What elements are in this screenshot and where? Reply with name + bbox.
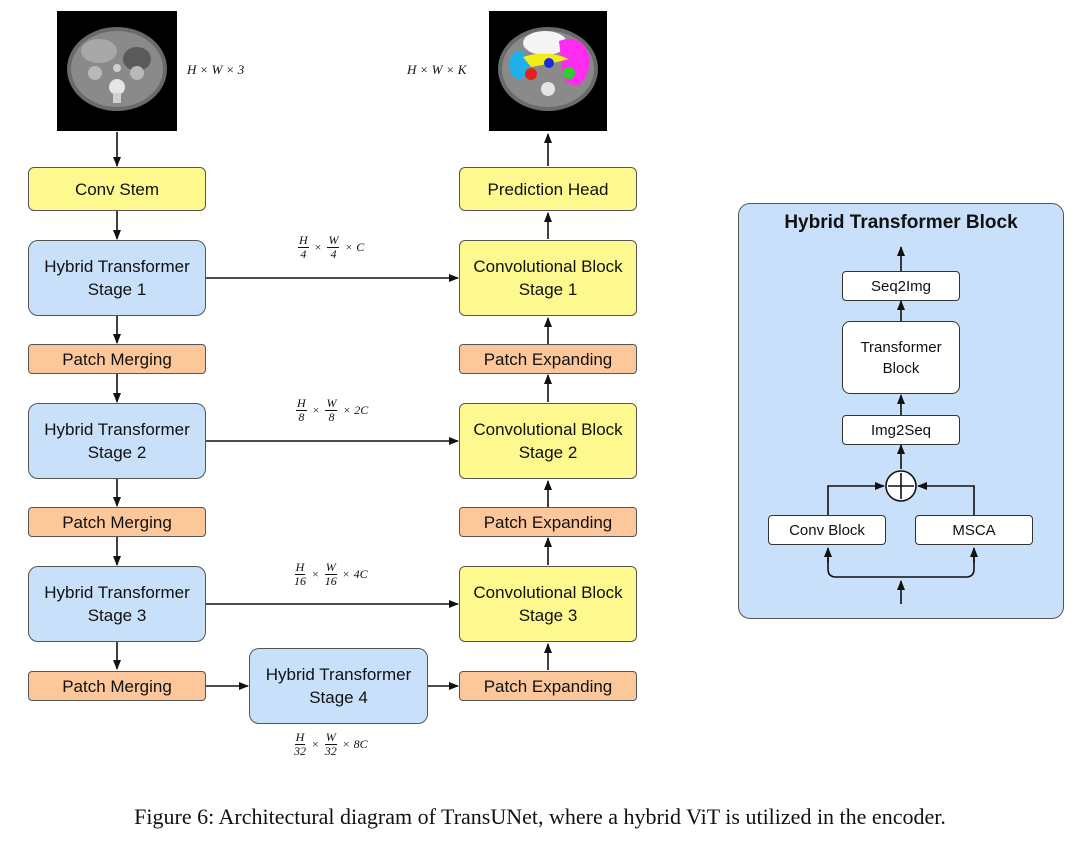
patch-expanding-2: Patch Expanding (459, 507, 637, 537)
arrow-msca-to-plus (917, 482, 975, 515)
figure-caption: Figure 6: Architectural diagram of Trans… (134, 804, 946, 829)
conv-block-box: Conv Block (768, 515, 886, 545)
skip3-h-num: H (294, 560, 306, 575)
split-line (827, 549, 975, 578)
skip4-channels: 8C (353, 737, 368, 751)
skip1-channels: C (356, 240, 365, 254)
skip3-w-num: W (324, 560, 337, 575)
transformer-block-box: Transformer Block (842, 321, 960, 394)
skip3-h-den: 16 (294, 574, 306, 588)
patch-expanding-1: Patch Expanding (459, 344, 637, 374)
skip2-w-num: W (325, 396, 338, 411)
convolutional-block-stage-3: Convolutional Block Stage 3 (459, 566, 637, 642)
img2seq-box: Img2Seq (842, 415, 960, 445)
hybrid-block-connectors (824, 246, 978, 604)
hybrid-transformer-stage-3: Hybrid Transformer Stage 3 (28, 566, 206, 642)
skip3-w-den: 16 (324, 574, 337, 588)
output-dims-label: H × W × K (407, 62, 467, 77)
skip2-w-den: 8 (328, 410, 335, 424)
prediction-head-box: Prediction Head (459, 167, 637, 211)
skip4-h-num: H (294, 730, 306, 745)
patch-merging-3: Patch Merging (28, 671, 206, 701)
seq2img-box: Seq2Img (842, 271, 960, 301)
skip4-h-den: 32 (294, 744, 306, 758)
skip1-h-den: 4 (300, 247, 307, 261)
skip2-h-num: H (296, 396, 307, 411)
skip1-h-num: H (298, 233, 309, 248)
add-operator-icon (885, 470, 917, 502)
patch-merging-1: Patch Merging (28, 344, 206, 374)
skip4-w-den: 32 (324, 744, 337, 758)
convolutional-block-stage-2: Convolutional Block Stage 2 (459, 403, 637, 479)
skip2-h-den: 8 (298, 410, 305, 424)
hybrid-transformer-block-title: Hybrid Transformer Block (784, 212, 1018, 233)
skip4-w-num: W (324, 730, 337, 745)
input-ct-image (57, 11, 177, 131)
patch-merging-2: Patch Merging (28, 507, 206, 537)
msca-box: MSCA (915, 515, 1033, 545)
hybrid-transformer-stage-2: Hybrid Transformer Stage 2 (28, 403, 206, 479)
input-dims-label: H × W × 3 (187, 62, 245, 77)
skip1-w-num: W (327, 233, 340, 248)
output-segmentation-image (489, 11, 607, 131)
hybrid-transformer-stage-1: Hybrid Transformer Stage 1 (28, 240, 206, 316)
conv-stem-box: Conv Stem (28, 167, 206, 211)
skip2-channels: 2C (354, 403, 369, 417)
skip3-channels: 4C (353, 567, 368, 581)
arrow-conv-to-plus (827, 482, 885, 515)
convolutional-block-stage-1: Convolutional Block Stage 1 (459, 240, 637, 316)
hybrid-transformer-stage-4: Hybrid Transformer Stage 4 (249, 648, 428, 724)
patch-expanding-3: Patch Expanding (459, 671, 637, 701)
skip1-w-den: 4 (330, 247, 337, 261)
